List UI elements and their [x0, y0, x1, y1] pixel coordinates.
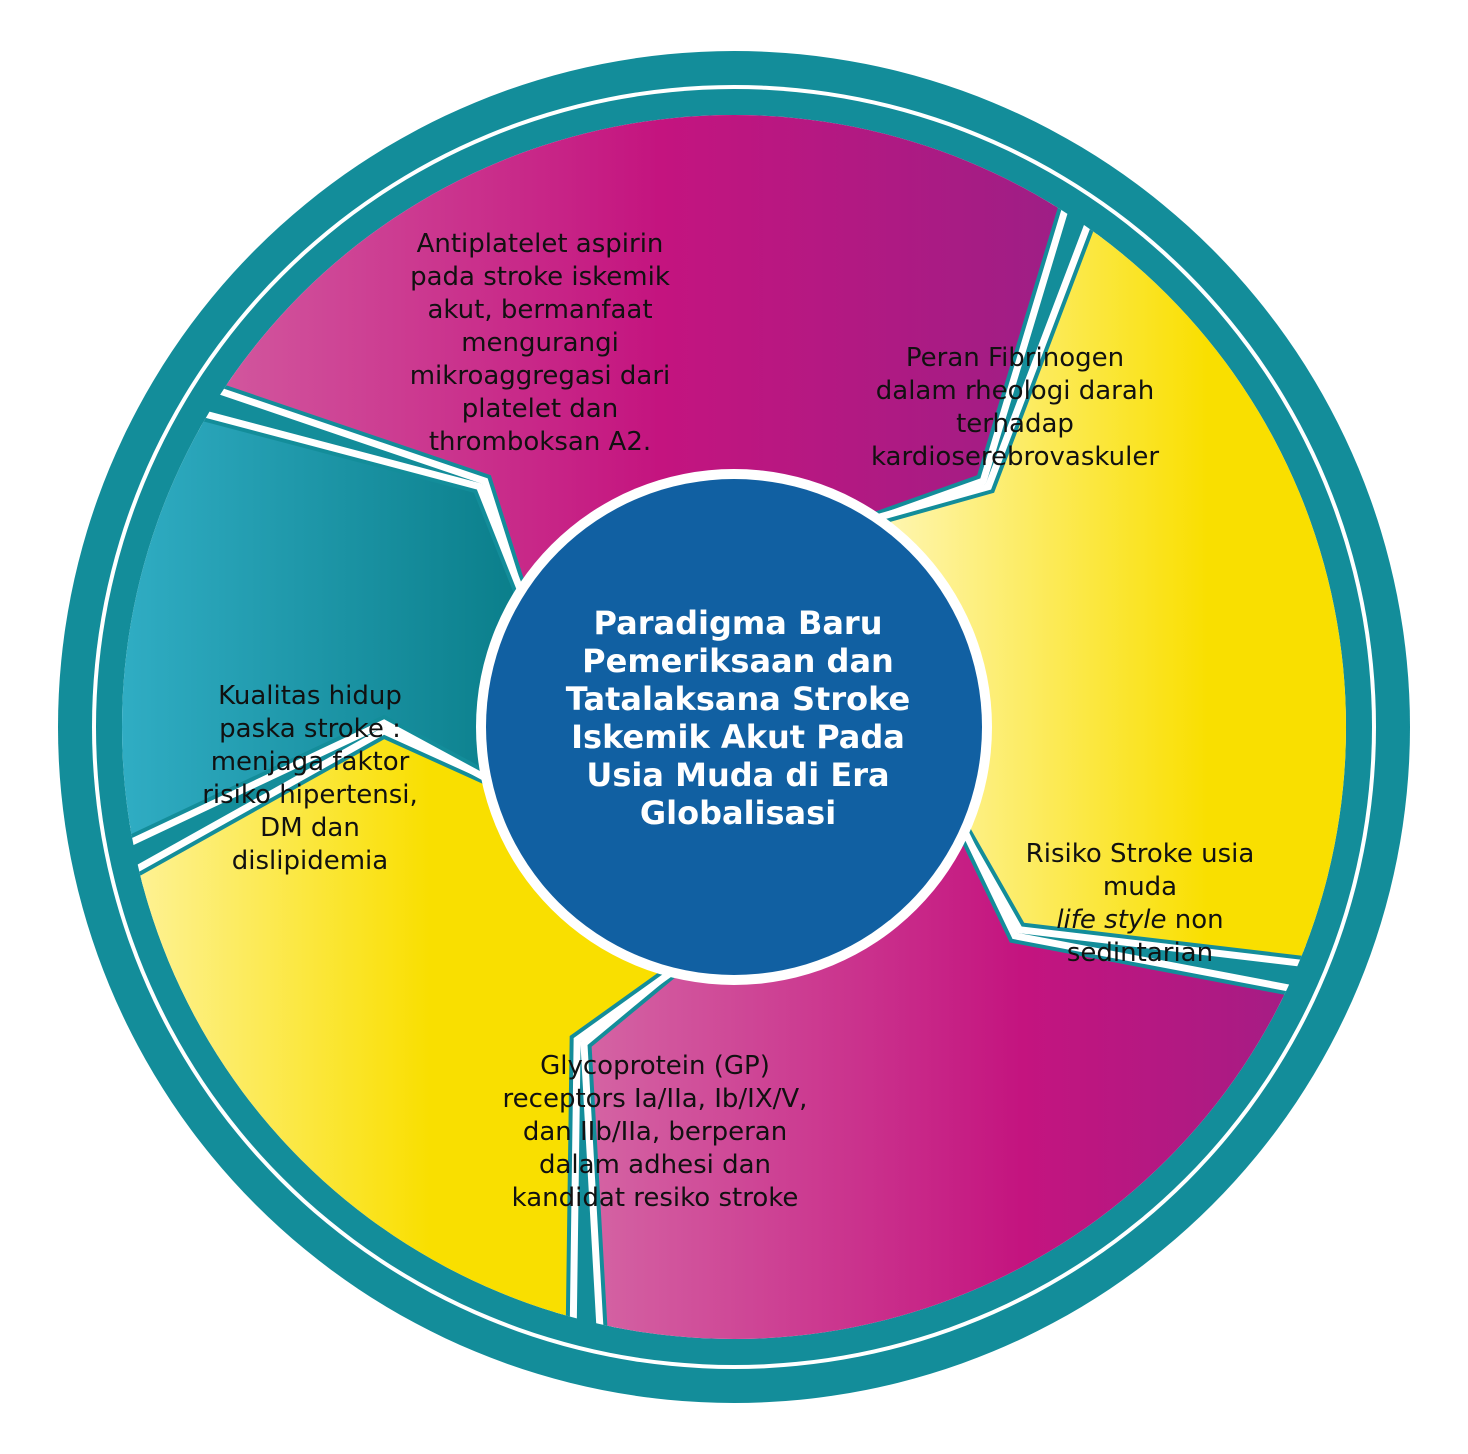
segment-label-fibrinogen: Peran Fibrinogen dalam rheologi darah te…	[840, 342, 1190, 474]
segment-line: Antiplatelet aspirin	[416, 229, 664, 259]
segment-line: sedintarian	[1066, 938, 1214, 968]
segment-line: dan IIb/IIa, berperan	[522, 1117, 788, 1147]
segment-line: paska stroke :	[219, 714, 401, 744]
center-title-line: Globalisasi	[639, 794, 837, 832]
segment-line: menjaga faktor	[210, 747, 410, 777]
segment-line: Risiko Stroke usia	[1025, 839, 1255, 869]
center-title: Paradigma Baru Pemeriksaan dan Tatalaksa…	[498, 604, 978, 832]
segment-line: Peran Fibrinogen	[905, 343, 1125, 373]
segment-line: muda	[1102, 872, 1178, 902]
segment-line: dalam rheologi darah	[875, 376, 1155, 406]
segment-line: dislipidemia	[231, 846, 389, 876]
center-circle	[486, 479, 982, 975]
center-title-line: Tatalaksana Stroke	[565, 680, 911, 718]
segment-label-glycoprotein: Glycoprotein (GP) receptors Ia/IIa, Ib/I…	[470, 1050, 840, 1215]
segment-bottom	[122, 739, 676, 1339]
center-title-line: Pemeriksaan dan	[582, 642, 894, 680]
segment-line: risiko hipertensi,	[202, 780, 418, 810]
segment-line: dalam adhesi dan	[538, 1150, 772, 1180]
center-title-line: Paradigma Baru	[593, 604, 883, 642]
segment-line: akut, bermanfaat	[427, 295, 653, 325]
segment-line: kardioserebrovaskuler	[870, 442, 1160, 472]
segment-label-kualitas: Kualitas hidup paska stroke : menjaga fa…	[170, 680, 450, 878]
segment-line: mengurangi	[461, 328, 619, 358]
segment-line: Kualitas hidup	[218, 681, 402, 711]
segment-line: Glycoprotein (GP)	[540, 1051, 770, 1081]
segment-line: mikroaggregasi dari	[409, 361, 671, 391]
segment-line-mixed: life style non	[1000, 904, 1280, 937]
segment-italic-text: life style	[1056, 905, 1167, 935]
segment-line: platelet dan	[461, 394, 619, 424]
segment-line: thromboksan A2.	[428, 427, 652, 457]
segment-label-antiplatelet: Antiplatelet aspirin pada stroke iskemik…	[380, 228, 700, 459]
segment-text: non	[1166, 905, 1224, 935]
segment-line: kandidat resiko stroke	[511, 1183, 799, 1213]
segment-line: terhadap	[956, 409, 1074, 439]
segment-label-risiko: Risiko Stroke usia muda life style non s…	[1000, 838, 1280, 970]
segment-line: pada stroke iskemik	[410, 262, 670, 292]
center-title-line: Iskemik Akut Pada	[571, 718, 905, 756]
segment-line: receptors Ia/IIa, Ib/IX/V,	[502, 1084, 808, 1114]
segment-line: DM dan	[260, 813, 360, 843]
center-title-line: Usia Muda di Era	[586, 756, 890, 794]
